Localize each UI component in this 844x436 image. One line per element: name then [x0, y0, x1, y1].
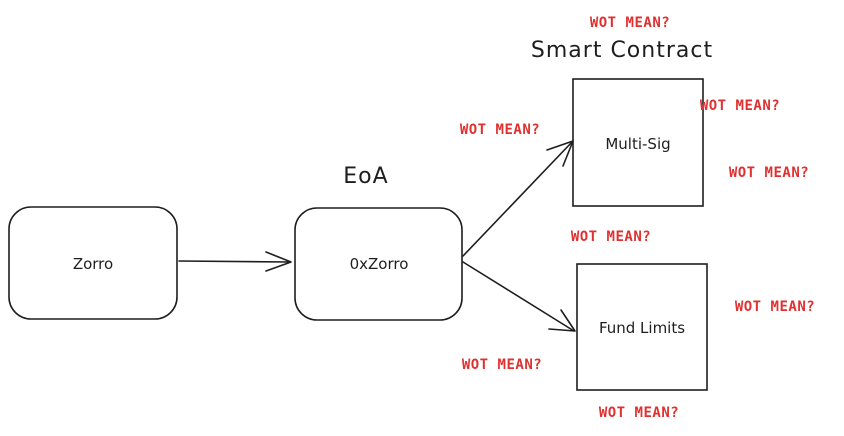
node-zorro-label: Zorro [73, 255, 113, 273]
annotation-top: WOT MEAN? [590, 15, 670, 31]
edge-oxzorro-to-multisig [462, 140, 574, 257]
node-fund-limits-label: Fund Limits [599, 319, 685, 337]
node-fund-limits[interactable]: Fund Limits [576, 263, 708, 391]
annotation-fund-limits-left: WOT MEAN? [462, 357, 542, 373]
annotation-multisig-right: WOT MEAN? [729, 165, 809, 181]
annotation-multisig-right-top: WOT MEAN? [700, 98, 780, 114]
annotation-fund-limits-right: WOT MEAN? [735, 299, 815, 315]
node-multisig-label: Multi-Sig [605, 135, 670, 153]
node-oxzorro-box [294, 207, 463, 321]
node-oxzorro-label: 0xZorro [350, 255, 409, 273]
edge-oxzorro-to-fund-limits [462, 261, 576, 332]
edge-oxzorro-to-fund-limits-arrowhead [548, 309, 576, 332]
node-oxzorro[interactable]: 0xZorro [294, 207, 463, 321]
heading-smart-contract: Smart Contract [531, 38, 713, 63]
edge-oxzorro-to-fund-limits-line [462, 261, 575, 332]
edge-zorro-to-oxzorro [178, 251, 292, 272]
heading-eoa: EoA [343, 164, 388, 189]
annotation-fund-limits-bottom: WOT MEAN? [599, 405, 679, 421]
node-multisig-box [572, 78, 704, 207]
node-zorro[interactable]: Zorro [8, 206, 178, 320]
node-multisig[interactable]: Multi-Sig [572, 78, 704, 207]
node-fund-limits-box [576, 263, 708, 391]
edge-zorro-to-oxzorro-arrowhead [265, 251, 292, 272]
edge-oxzorro-to-multisig-line [462, 141, 573, 257]
annotation-multisig-left: WOT MEAN? [460, 122, 540, 138]
edge-oxzorro-to-multisig-arrowhead [546, 140, 574, 167]
edge-zorro-to-oxzorro-line [178, 260, 291, 263]
annotation-between-boxes: WOT MEAN? [571, 229, 651, 245]
node-zorro-box [8, 206, 178, 320]
